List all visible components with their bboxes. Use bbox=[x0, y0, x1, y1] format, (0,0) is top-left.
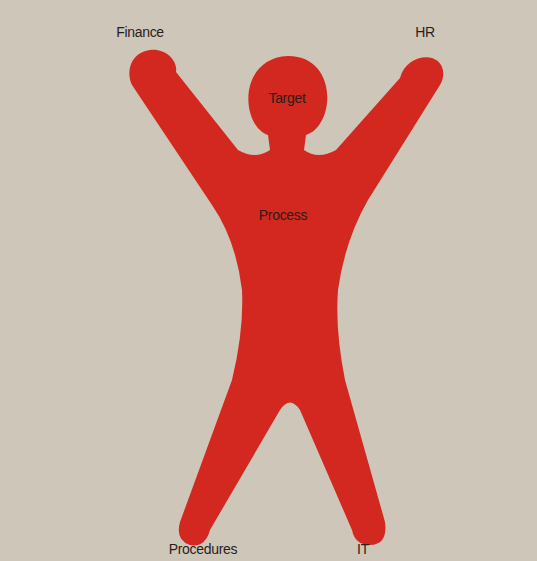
limb-label: HR bbox=[415, 24, 435, 40]
limb-label: Procedures bbox=[169, 541, 238, 557]
figure-part-label: Target bbox=[268, 90, 305, 106]
limb-label: Finance bbox=[116, 24, 164, 40]
figure-node: TargetProcess bbox=[120, 45, 450, 555]
figure-part-label: Process bbox=[259, 207, 307, 223]
limb-label: IT bbox=[357, 541, 369, 557]
figure-silhouette bbox=[120, 45, 450, 555]
human-figure bbox=[129, 50, 443, 546]
